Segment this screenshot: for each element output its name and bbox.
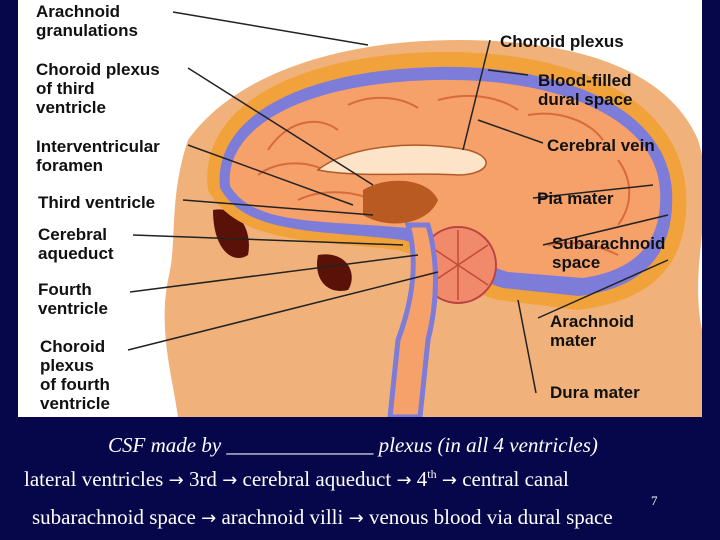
label-interventricular-foramen: Interventricular foramen [36,137,160,175]
label-cerebral-aqueduct: Cerebral aqueduct [38,225,114,263]
caption-line-1: CSF made by ______________ plexus (in al… [108,433,598,458]
label-pia-mater: Pia mater [537,189,614,208]
arrow-icon: → [169,470,184,491]
label-choroid-plexus: Choroid plexus [500,32,624,51]
arrow-icon: → [349,508,364,529]
arrow-icon: → [201,508,216,529]
arrow-icon: → [396,470,411,491]
slide-number: 7 [651,493,658,509]
step-4th-ventricle: 4th [417,467,437,491]
step-lateral-ventricles: lateral ventricles [24,467,163,491]
caption-line-3: subarachnoid space → arachnoid villi → v… [32,505,613,530]
step-4th-base: 4 [417,467,428,491]
caption-line-2: lateral ventricles → 3rd → cerebral aque… [24,467,569,492]
label-cerebral-vein: Cerebral vein [547,136,655,155]
step-4th-superscript: th [427,467,436,481]
label-arachnoid-granulations: Arachnoid granulations [36,2,138,40]
step-cerebral-aqueduct: cerebral aqueduct [243,467,392,491]
step-central-canal: central canal [462,467,569,491]
step-3rd-ventricle: 3rd [189,467,217,491]
step-subarachnoid-space: subarachnoid space [32,505,196,529]
label-arachnoid-mater: Arachnoid mater [550,312,634,350]
label-subarachnoid-space: Subarachnoid space [552,234,665,272]
label-blood-filled-dural-space: Blood-filled dural space [538,71,633,109]
label-choroid-plexus-third-ventricle: Choroid plexus of third ventricle [36,60,160,117]
step-venous-blood: venous blood via dural space [369,505,613,529]
arrow-icon: → [222,470,237,491]
label-dura-mater: Dura mater [550,383,640,402]
label-third-ventricle: Third ventricle [38,193,155,212]
brain-diagram: Arachnoid granulations Choroid plexus of… [18,0,702,417]
label-fourth-ventricle: Fourth ventricle [38,280,108,318]
step-arachnoid-villi: arachnoid villi [221,505,343,529]
label-choroid-plexus-fourth-ventricle: Choroid plexus of fourth ventricle [40,337,110,413]
arrow-icon: → [442,470,457,491]
